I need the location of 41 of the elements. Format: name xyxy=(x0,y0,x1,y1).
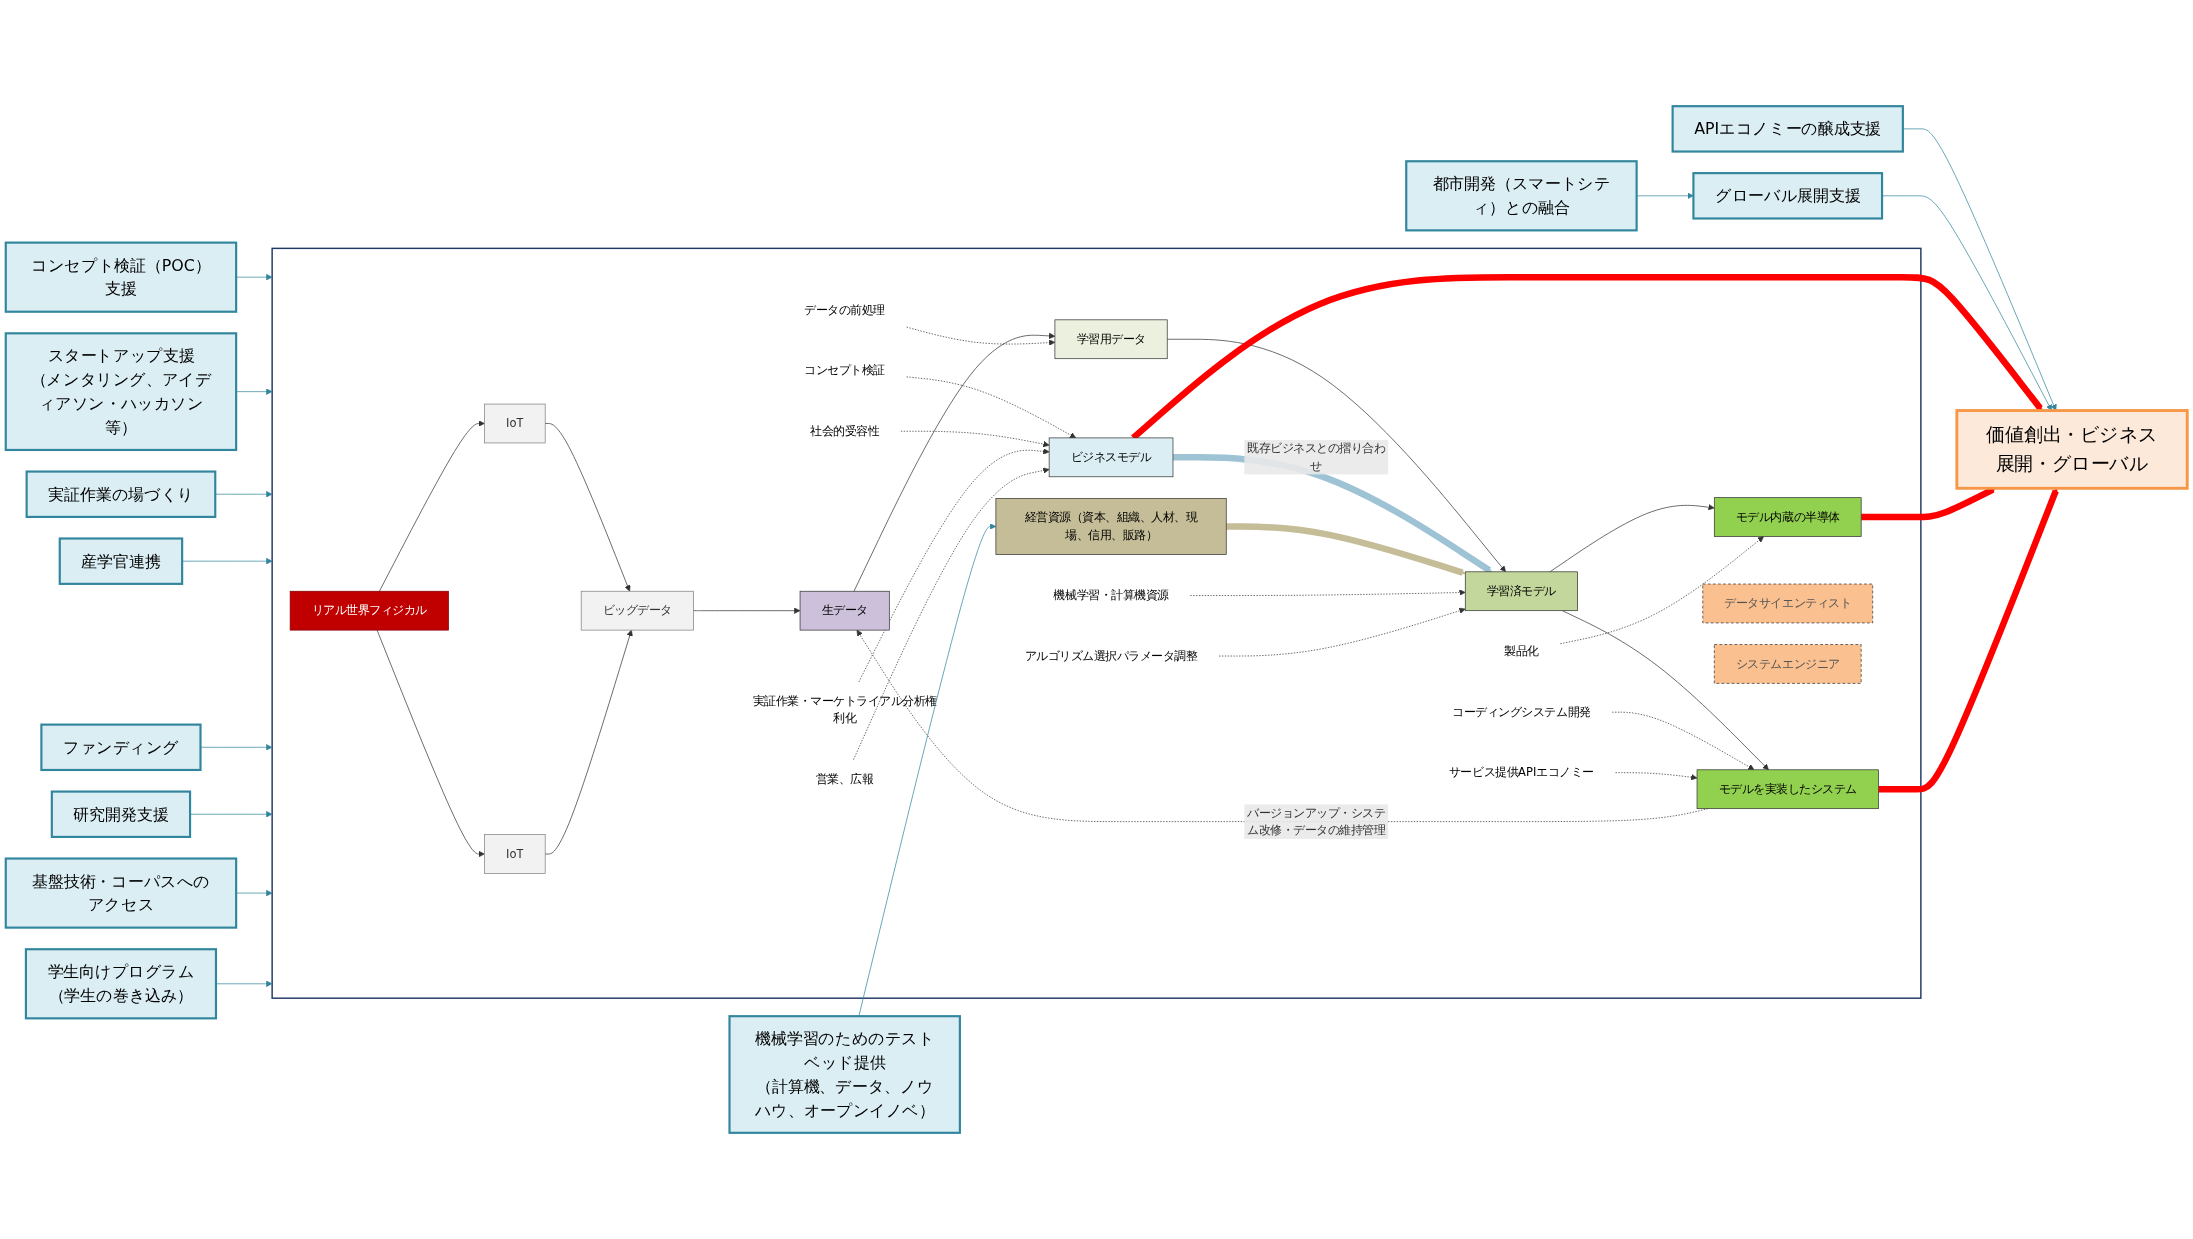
node-box: スタートアップ支援 （メンタリング、アイディアソン・ハッカソン等） xyxy=(4,332,238,452)
node-text: 機械学習・計算機資源 xyxy=(1053,588,1169,603)
node-box: リアル世界フィジカル xyxy=(289,590,449,631)
node-text: 営業、広報 xyxy=(815,771,874,786)
node-box: 学習済モデル xyxy=(1464,571,1578,612)
edge-label: バージョンアップ・システム改修・データの維持管理 xyxy=(1247,805,1386,837)
cluster xyxy=(271,247,1922,999)
node-box: IoT xyxy=(484,834,546,874)
edge-label: 既存ビジネスとの摺り合わせ xyxy=(1247,441,1386,473)
node-box: モデルを実装したシステム xyxy=(1696,769,1879,809)
node-box: ビッグデータ xyxy=(580,590,694,631)
node-box: 基盤技術・コーパスへのアクセス xyxy=(4,857,238,929)
node-box: コンセプト検証（POC）支援 xyxy=(4,241,238,313)
node-box: グローバル展開支援 xyxy=(1692,172,1884,220)
node-box: 実証作業の場づくり xyxy=(25,470,217,518)
node-box: 経営資源（資本、組織、人材、現場、信用、販路） xyxy=(995,498,1227,555)
node-box: モデル内蔵の半導体 xyxy=(1713,497,1862,537)
node-box: 学習用データ xyxy=(1054,319,1168,360)
node-box: 研究開発支援 xyxy=(50,790,192,838)
node-box: 機械学習のためのテストベッド提供 （計算機、データ、ノウハウ、オープンイノベ） xyxy=(728,1015,961,1134)
node-text: アルゴリズム選択パラメータ調整 xyxy=(1024,648,1198,663)
node-box: IoT xyxy=(484,403,546,444)
node-box: 産学官連携 xyxy=(58,537,184,585)
node-box: データサイエンティスト xyxy=(1702,583,1874,624)
node-box: システムエンジニア xyxy=(1713,644,1862,684)
arrow xyxy=(1878,488,2059,793)
node-box: ファンディング xyxy=(40,723,202,772)
node-text: データの前処理 xyxy=(804,303,886,317)
node-text: コンセプト検証 xyxy=(804,363,886,378)
node-text: サービス提供APIエコノミー xyxy=(1448,765,1594,780)
node-box: 都市開発（スマートシティ）との融合 xyxy=(1405,160,1638,232)
node-box: 生データ xyxy=(799,590,890,631)
node-box: ビジネスモデル xyxy=(1048,437,1174,478)
node-box: 価値創出・ビジネス展開・グローバル xyxy=(1955,409,2189,490)
node-box: APIエコノミーの醸成支援 xyxy=(1671,105,1904,153)
arrow xyxy=(1226,523,1466,576)
node-text: 社会的受容性 xyxy=(810,424,880,438)
node-text: コーディングシステム開発 xyxy=(1452,704,1591,719)
node-text: 製品化 xyxy=(1504,644,1539,659)
node-text: 実証作業・マーケトライアル分析権利化 xyxy=(752,694,937,726)
node-box: 学生向けプログラム （学生の巻き込み） xyxy=(24,948,218,1020)
